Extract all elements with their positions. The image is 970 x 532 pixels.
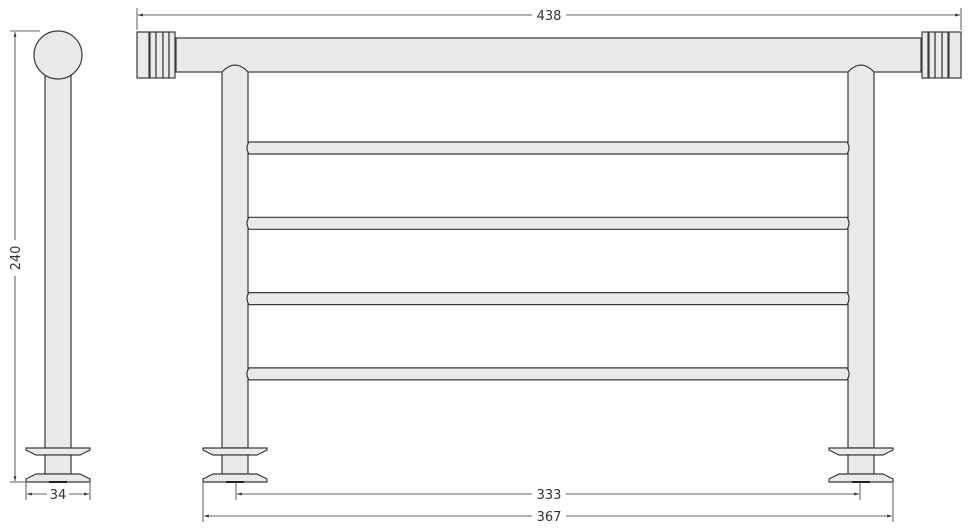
side-post xyxy=(44,69,72,451)
dimension-overall-width: 438 xyxy=(136,8,962,30)
front-view xyxy=(136,31,962,483)
base-diameter-label: 34 xyxy=(50,488,67,503)
right-post xyxy=(847,64,875,449)
base-spacing-label: 367 xyxy=(537,510,562,525)
left-end-cap xyxy=(136,31,176,79)
overall-width-label: 438 xyxy=(537,9,562,24)
side-view xyxy=(25,30,91,483)
post-spacing-label: 333 xyxy=(537,488,562,503)
side-top-rail-section xyxy=(33,30,83,80)
height-label: 240 xyxy=(9,246,24,271)
left-post xyxy=(221,64,249,449)
side-flange xyxy=(25,447,91,456)
horizontal-bar xyxy=(246,141,850,155)
horizontal-bar xyxy=(246,216,850,230)
top-rail xyxy=(175,37,922,73)
side-base xyxy=(25,473,91,483)
right-end-cap xyxy=(921,31,962,79)
right-base xyxy=(828,447,894,483)
side-neck xyxy=(44,454,72,475)
left-base xyxy=(202,447,268,483)
dimension-height: 240 xyxy=(9,30,40,483)
dimension-base-spacing: 367 xyxy=(202,483,894,525)
horizontal-bar xyxy=(246,292,850,306)
dimension-base-diameter: 34 xyxy=(25,483,91,503)
horizontal-bars xyxy=(246,141,850,381)
horizontal-bar xyxy=(246,367,850,381)
dimension-post-spacing: 333 xyxy=(235,483,861,503)
